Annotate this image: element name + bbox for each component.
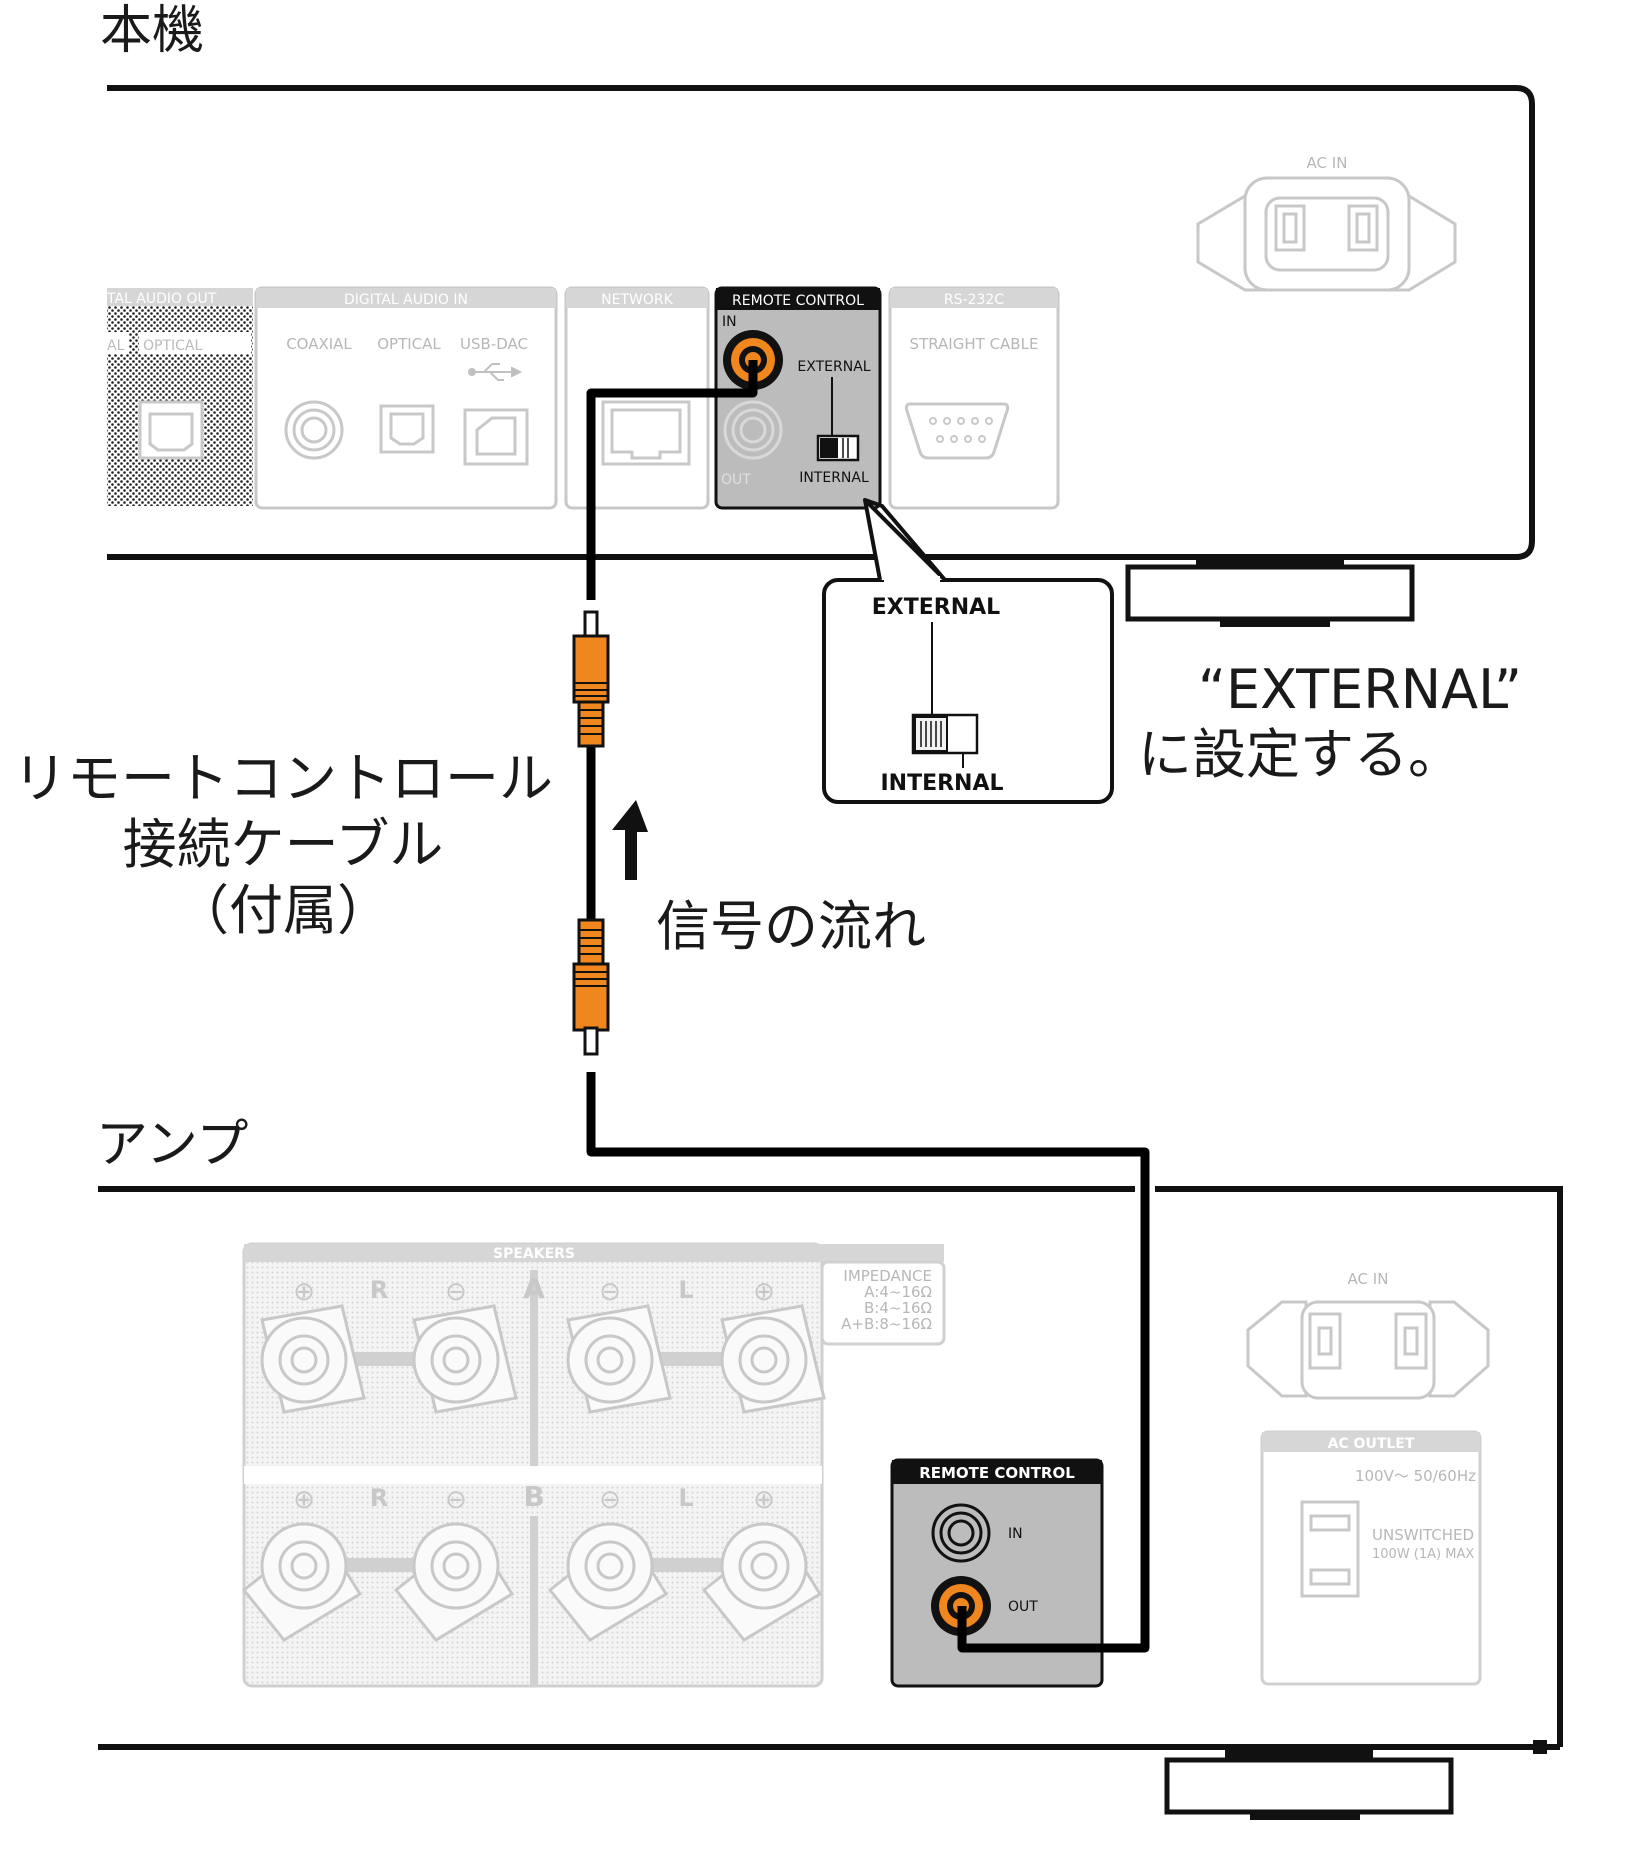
- speaker-terminal: [701, 1522, 823, 1642]
- switch-callout: EXTERNAL INTERNAL: [822, 498, 1114, 804]
- impedance-a: A:4~16Ω: [864, 1283, 932, 1301]
- callout-external-label: EXTERNAL: [872, 595, 1000, 620]
- coaxial-jack: [284, 400, 344, 460]
- main-ac-in-label: AC IN: [1307, 154, 1348, 172]
- upper-rca-plug: [572, 610, 610, 748]
- speaker-terminal: [260, 1304, 366, 1414]
- main-rc-out-jack: [723, 400, 783, 460]
- usb-dac-label: USB-DAC: [460, 335, 528, 353]
- group-b-label: B: [523, 1480, 544, 1513]
- main-external-label: EXTERNAL: [797, 359, 870, 375]
- amplifier-label: アンプ: [96, 1115, 248, 1175]
- a-r-label: R: [370, 1276, 388, 1304]
- coaxial-label: COAXIAL: [286, 335, 352, 353]
- unswitched-label: UNSWITCHED: [1372, 1526, 1474, 1544]
- ac-outlet-label: AC OUTLET: [1328, 1436, 1415, 1452]
- main-ac-in: AC IN: [1196, 154, 1457, 292]
- optical-jack: [379, 404, 435, 454]
- speaker-terminal: [393, 1522, 515, 1642]
- amp-remote-control-section: REMOTE CONTROL IN OUT: [890, 1458, 1104, 1688]
- main-unit-chassis: [107, 85, 1535, 627]
- set-external-line1: “EXTERNAL”: [1198, 658, 1522, 721]
- rs232c-section: RS-232C STRAIGHT CABLE: [888, 286, 1060, 510]
- amp-rc-in-jack: [931, 1503, 991, 1563]
- cable-label-line3: （付属）: [175, 879, 391, 942]
- signal-flow-arrow: [612, 800, 648, 880]
- a-l-label: L: [678, 1276, 693, 1304]
- amp-rc-out-label: OUT: [1008, 1599, 1038, 1615]
- callout-internal-label: INTERNAL: [880, 771, 1003, 796]
- signal-flow-label: 信号の流れ: [656, 895, 926, 958]
- digital-audio-out-section: TAL AUDIO OUT AL OPTICAL: [106, 288, 253, 506]
- main-unit-label: 本機: [100, 1, 204, 61]
- lower-rca-plug: [572, 918, 610, 1056]
- cable-label-line2: 接続ケーブル: [123, 813, 444, 876]
- impedance-ab: A+B:8~16Ω: [841, 1315, 932, 1333]
- speakers-label: SPEAKERS: [493, 1246, 575, 1262]
- amp-ac-in-label: AC IN: [1348, 1270, 1389, 1288]
- usb-icon: [468, 363, 523, 381]
- digital-audio-in-section: DIGITAL AUDIO IN COAXIAL OPTICAL USB-DAC: [254, 286, 558, 510]
- b-l-plus: ⊕: [753, 1485, 775, 1515]
- main-switch-icon: [816, 434, 860, 462]
- b-r-minus: ⊖: [445, 1485, 467, 1515]
- a-l-minus: ⊖: [599, 1277, 621, 1307]
- speaker-terminal: [720, 1304, 826, 1414]
- digital-out-sub-label: AL: [107, 338, 125, 354]
- main-remote-control-section: REMOTE CONTROL IN OUT EXTERNAL INTERNAL: [714, 286, 882, 510]
- straight-cable-label: STRAIGHT CABLE: [910, 335, 1039, 353]
- ac-outlet-section: AC OUTLET 100V〜 50/60Hz UNSWITCHED 100W …: [1260, 1430, 1482, 1686]
- speaker-terminal: [566, 1304, 672, 1414]
- main-internal-label: INTERNAL: [799, 470, 869, 486]
- speaker-terminal: [241, 1522, 363, 1642]
- impedance-label: IMPEDANCE: [843, 1267, 932, 1285]
- group-a-label: A: [523, 1272, 545, 1305]
- amp-ac-in: AC IN: [1246, 1270, 1490, 1400]
- usb-dac-jack: [463, 408, 529, 466]
- amp-remote-control-label: REMOTE CONTROL: [919, 1464, 1075, 1482]
- speaker-terminal: [412, 1304, 518, 1414]
- main-remote-control-label: REMOTE CONTROL: [732, 293, 864, 309]
- unswitched-rating: 100W (1A) MAX: [1372, 1547, 1474, 1562]
- b-l-minus: ⊖: [599, 1485, 621, 1515]
- b-r-label: R: [370, 1484, 388, 1512]
- network-label: NETWORK: [601, 292, 673, 308]
- a-r-minus: ⊖: [445, 1277, 467, 1307]
- a-r-plus: ⊕: [293, 1277, 315, 1307]
- amp-rc-in-label: IN: [1008, 1526, 1023, 1542]
- rs232c-label: RS-232C: [944, 292, 1004, 308]
- digital-audio-out-label: TAL AUDIO OUT: [106, 291, 217, 307]
- optical-label: OPTICAL: [377, 335, 441, 353]
- amplifier-chassis: [98, 1186, 1563, 1820]
- ac-outlet-socket: [1300, 1500, 1360, 1598]
- impedance-b: B:4~16Ω: [864, 1299, 932, 1317]
- main-rc-out-label: OUT: [721, 472, 751, 488]
- speakers-section: SPEAKERS IMPEDANCE A:4~16Ω B:4~16Ω A+B:8…: [241, 1242, 946, 1688]
- callout-switch-icon: [911, 713, 979, 768]
- speaker-terminal: [547, 1522, 669, 1642]
- cable-label-line1: リモートコントロール: [13, 747, 553, 810]
- b-r-plus: ⊕: [293, 1485, 315, 1515]
- network-section: NETWORK: [564, 286, 710, 510]
- ac-outlet-voltage: 100V〜 50/60Hz: [1355, 1467, 1476, 1485]
- main-rc-in-label: IN: [722, 314, 737, 330]
- set-external-line2: に設定する。: [1138, 723, 1462, 786]
- digital-out-optical-label: OPTICAL: [143, 338, 202, 354]
- b-l-label: L: [678, 1484, 693, 1512]
- a-l-plus: ⊕: [753, 1277, 775, 1307]
- digital-audio-in-label: DIGITAL AUDIO IN: [344, 292, 468, 308]
